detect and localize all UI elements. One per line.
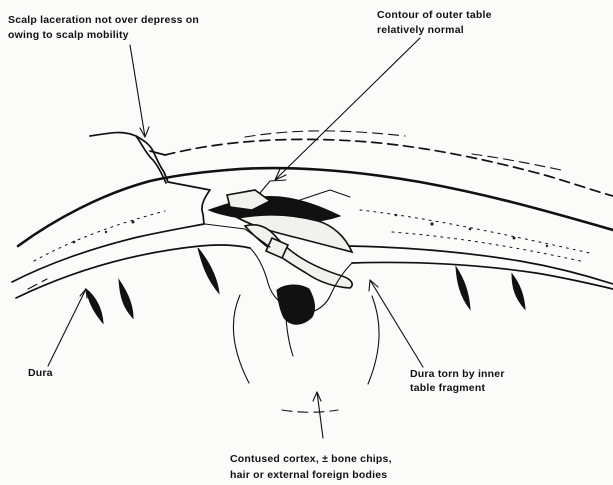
diploe-speck bbox=[132, 221, 135, 224]
label-dura-torn-line2: table fragment bbox=[410, 382, 485, 394]
label-dura-torn-line1: Dura torn by inner bbox=[410, 368, 505, 380]
cortex-dash-bottom bbox=[282, 410, 338, 412]
diploe-speck bbox=[513, 237, 516, 240]
diploe-speck bbox=[395, 214, 398, 217]
label-outer-table-line1: Contour of outer table bbox=[377, 9, 492, 21]
scalp-layer bbox=[90, 131, 613, 196]
inner-table-left bbox=[12, 224, 204, 282]
contused-cortex bbox=[234, 285, 380, 412]
dural-projection-right-1 bbox=[456, 267, 470, 309]
outer-table-left bbox=[18, 170, 227, 246]
scalp-left-cut bbox=[150, 151, 165, 155]
scalp-surface-right bbox=[165, 139, 613, 196]
dural-projection-left-2 bbox=[119, 280, 133, 318]
inner-table-right bbox=[347, 246, 613, 284]
label-outer-table: Contour of outer table relatively normal bbox=[377, 9, 492, 36]
label-contused-cortex-line2: hair or external foreign bodies bbox=[230, 469, 387, 481]
label-dura-line1: Dura bbox=[28, 367, 53, 379]
label-contused-cortex: Contused cortex, ± bone chips, hair or e… bbox=[230, 453, 392, 481]
leader-outer-table bbox=[275, 38, 420, 180]
depressed-fracture bbox=[168, 180, 352, 288]
cortex-gyrus-left bbox=[234, 295, 249, 383]
leader-contused-cortex-arrowhead bbox=[313, 392, 321, 401]
diploe-row-2 bbox=[360, 210, 590, 253]
leader-lines bbox=[48, 38, 423, 438]
fracture-crack-3 bbox=[300, 190, 350, 200]
dura-line-right bbox=[352, 262, 613, 289]
dura-line-left bbox=[16, 245, 250, 298]
cortex-gyrus-right bbox=[368, 296, 379, 384]
label-scalp-laceration-line2: owing to scalp mobility bbox=[8, 29, 129, 41]
fracture-left-edge bbox=[168, 182, 210, 224]
diploe-speck bbox=[469, 228, 472, 231]
leader-scalp-laceration bbox=[130, 45, 145, 137]
diploe-speck bbox=[73, 241, 76, 244]
diploe-speck bbox=[430, 222, 433, 225]
leader-dura bbox=[48, 289, 86, 366]
dural-projection-right-2 bbox=[512, 274, 525, 309]
diploe-speck bbox=[546, 245, 548, 247]
diploe-speck bbox=[105, 231, 107, 233]
scalp-surface-left bbox=[90, 133, 168, 182]
fracture-crack-2 bbox=[260, 180, 286, 193]
label-dura: Dura bbox=[28, 367, 53, 379]
diploe-row-3 bbox=[392, 232, 585, 262]
dural-projection-left-3 bbox=[198, 248, 219, 293]
label-scalp-laceration: Scalp laceration not over depress on owi… bbox=[8, 14, 199, 41]
scalp-laceration-notch bbox=[136, 136, 166, 183]
cortex-contusion-mass bbox=[277, 285, 315, 324]
label-dura-torn: Dura torn by inner table fragment bbox=[410, 368, 505, 394]
dural-projection-left-1 bbox=[86, 289, 103, 323]
label-outer-table-line2: relatively normal bbox=[377, 24, 464, 36]
label-contused-cortex-line1: Contused cortex, ± bone chips, bbox=[230, 453, 392, 465]
label-scalp-laceration-line1: Scalp laceration not over depress on bbox=[8, 14, 199, 26]
